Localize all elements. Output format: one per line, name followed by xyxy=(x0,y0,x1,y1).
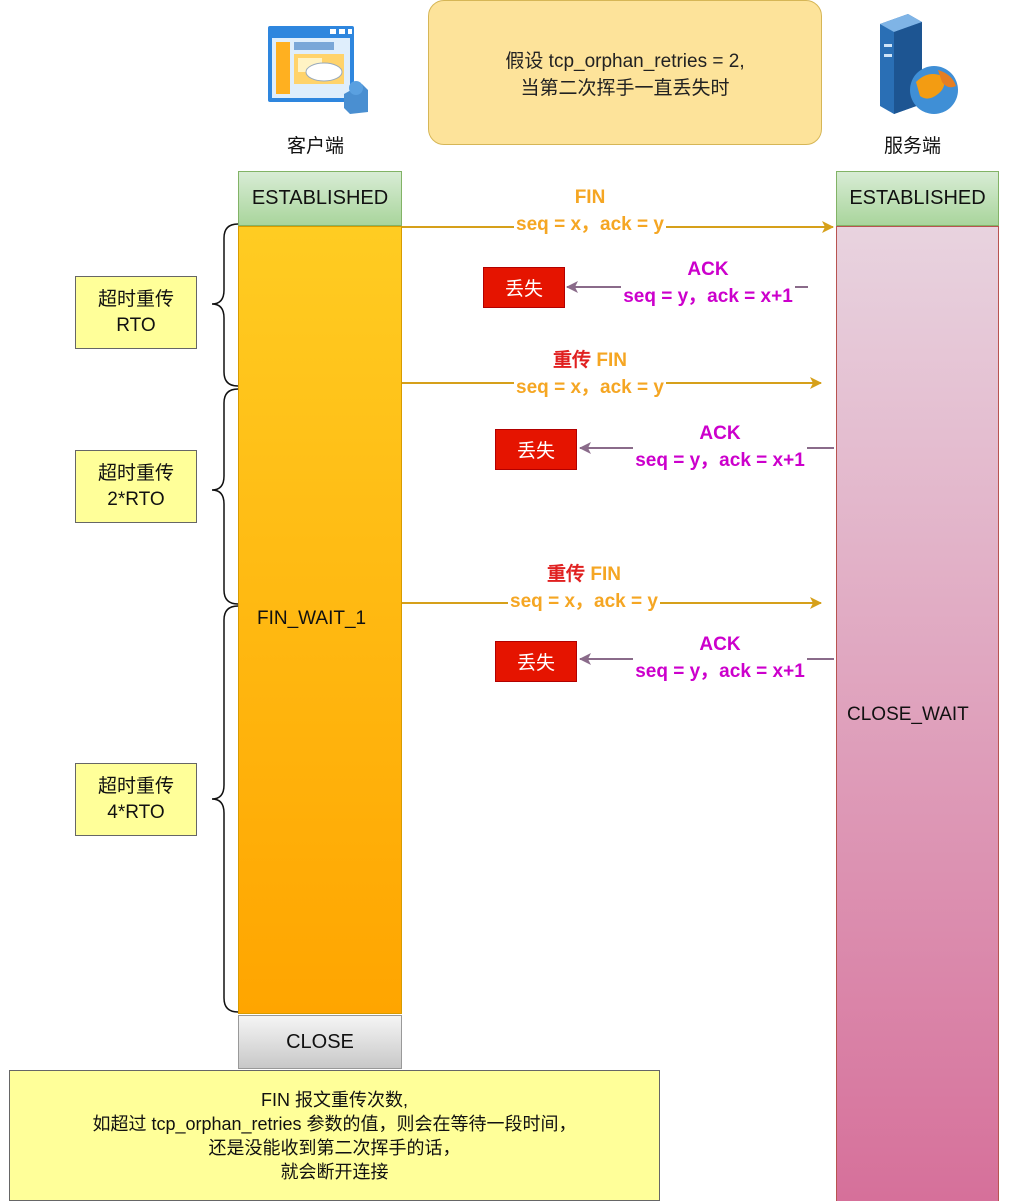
timeout-brace-3 xyxy=(211,605,239,1013)
timeout-brace-2 xyxy=(211,388,239,605)
timeout-brace-1 xyxy=(211,223,239,387)
fin-label: FIN xyxy=(574,187,606,208)
client-lifeline xyxy=(238,226,402,1014)
lost-badge-1: 丢失 xyxy=(483,267,565,308)
timeout-1-line2: RTO xyxy=(116,314,156,336)
ack-label-1: ACK seq = y，ack = x+1 xyxy=(600,256,816,310)
retransmit-seq-2: seq = x，ack = y xyxy=(508,588,660,615)
close-wait-state: CLOSE_WAIT xyxy=(847,704,969,725)
server-globe-icon xyxy=(872,10,962,114)
timeout-box-2: 超时重传 2*RTO xyxy=(75,450,197,523)
ack-seq-1: seq = y，ack = x+1 xyxy=(621,283,795,310)
conclusion-note: FIN 报文重传次数, 如超过 tcp_orphan_retries 参数的值，… xyxy=(9,1070,660,1201)
client-established-state: ESTABLISHED xyxy=(238,171,402,226)
client-computer-icon xyxy=(266,24,370,116)
timeout-3-line2: 4*RTO xyxy=(107,801,165,823)
scenario-note-line1: 假设 tcp_orphan_retries = 2, xyxy=(505,50,745,72)
scenario-note: 假设 tcp_orphan_retries = 2, 当第二次挥手一直丢失时 xyxy=(428,0,822,145)
lost-badge-3: 丢失 xyxy=(495,641,577,682)
timeout-box-3: 超时重传 4*RTO xyxy=(75,763,197,836)
conclusion-line2: 如超过 tcp_orphan_retries 参数的值，则会在等待一段时间， xyxy=(92,1113,577,1134)
timeout-box-1: 超时重传 RTO xyxy=(75,276,197,349)
fin-wait-1-state: FIN_WAIT_1 xyxy=(257,608,367,629)
client-label: 客户端 xyxy=(287,136,345,157)
ack-title-2: ACK xyxy=(699,423,741,444)
timeout-3-line1: 超时重传 xyxy=(97,775,174,797)
timeout-1-line1: 超时重传 xyxy=(97,288,174,310)
retransmit-prefix-2: 重传 xyxy=(547,564,586,585)
retransmit-fin-1: FIN xyxy=(596,350,627,371)
server-lifeline xyxy=(836,226,999,1201)
retransmit-fin-2: FIN xyxy=(590,564,621,585)
ack-title-1: ACK xyxy=(687,259,729,280)
client-close-state: CLOSE xyxy=(238,1015,402,1069)
conclusion-line3: 还是没能收到第二次挥手的话， xyxy=(208,1137,461,1158)
retransmit-fin-label-1: 重传 FIN seq = x，ack = y xyxy=(470,347,710,401)
fin-message-label: FIN seq = x，ack = y xyxy=(470,184,710,238)
ack-seq-2: seq = y，ack = x+1 xyxy=(633,447,807,474)
retransmit-prefix-1: 重传 xyxy=(553,350,592,371)
ack-label-2: ACK seq = y，ack = x+1 xyxy=(612,420,828,474)
scenario-note-line2: 当第二次挥手一直丢失时 xyxy=(520,77,730,99)
conclusion-line4: 就会断开连接 xyxy=(280,1161,389,1182)
ack-title-3: ACK xyxy=(699,634,741,655)
server-established-state: ESTABLISHED xyxy=(836,171,999,226)
server-label: 服务端 xyxy=(884,136,942,157)
retransmit-seq-1: seq = x，ack = y xyxy=(514,374,666,401)
retransmit-fin-label-2: 重传 FIN seq = x，ack = y xyxy=(464,561,704,615)
ack-label-3: ACK seq = y，ack = x+1 xyxy=(612,631,828,685)
timeout-2-line2: 2*RTO xyxy=(107,488,165,510)
timeout-2-line1: 超时重传 xyxy=(97,462,174,484)
fin-seq-label: seq = x，ack = y xyxy=(514,211,666,238)
conclusion-line1: FIN 报文重传次数, xyxy=(261,1089,408,1110)
lost-badge-2: 丢失 xyxy=(495,429,577,470)
ack-seq-3: seq = y，ack = x+1 xyxy=(633,658,807,685)
